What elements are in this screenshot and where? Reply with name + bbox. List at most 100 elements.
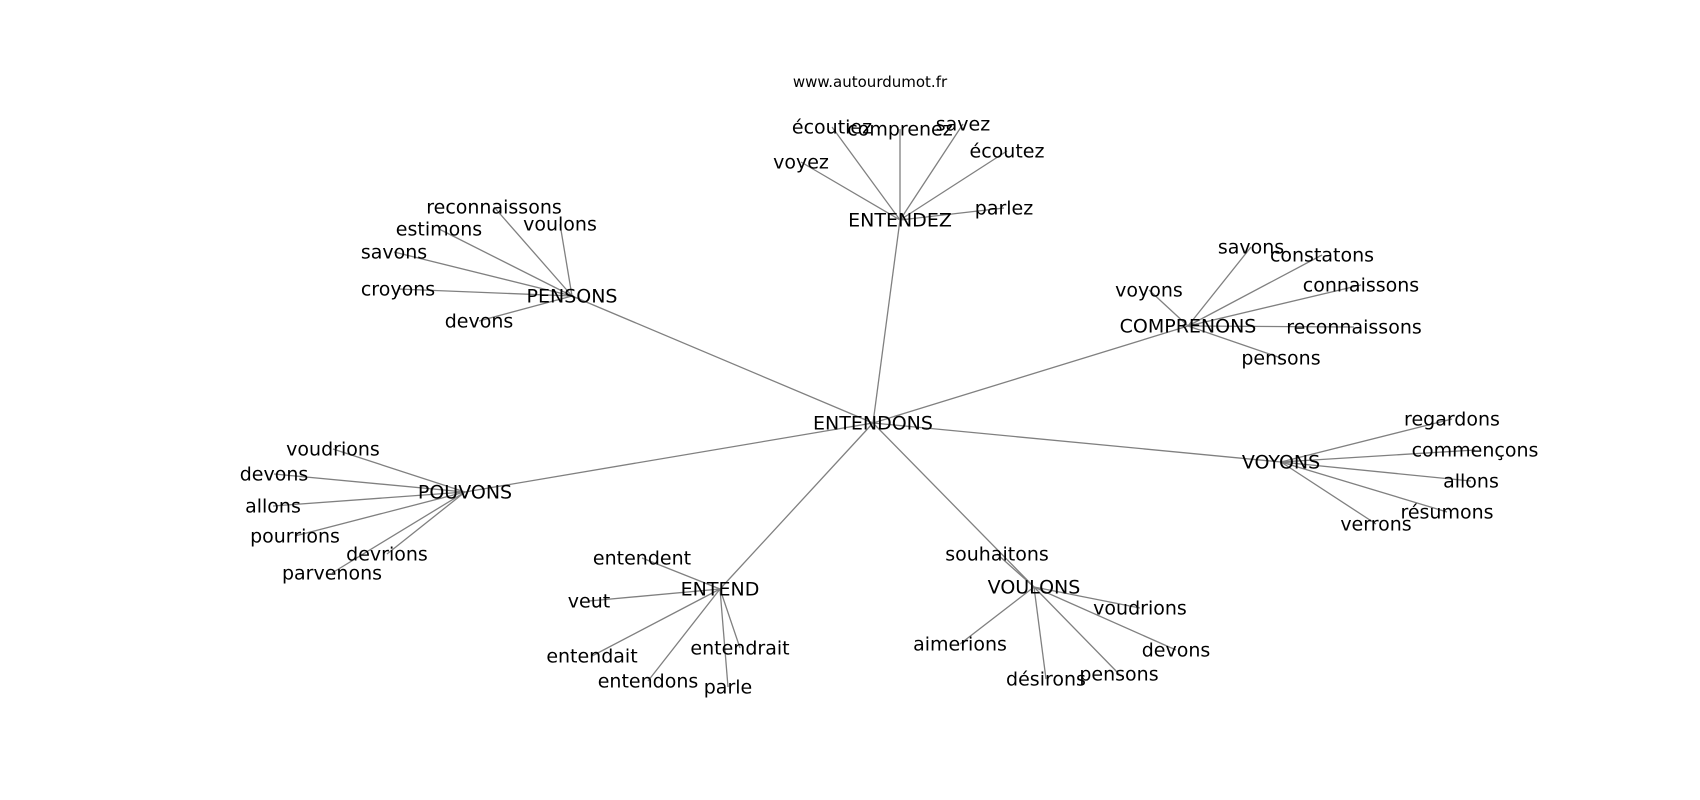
edge-hub-to-leaf bbox=[641, 557, 721, 590]
edge-hub-to-leaf bbox=[1033, 586, 1047, 680]
leaf-word-label: reconnaissons bbox=[1286, 317, 1422, 339]
leaf-word-label: voudrions bbox=[286, 439, 380, 461]
leaf-word-label: parlez bbox=[975, 198, 1033, 220]
edge-hub-to-leaf bbox=[438, 228, 573, 297]
leaf-word-label: voyons bbox=[1115, 280, 1183, 302]
edge-root-to-hub bbox=[872, 422, 1282, 463]
edge-hub-to-leaf bbox=[478, 295, 573, 322]
edge-root-to-hub bbox=[571, 295, 874, 424]
hub-word-label: ENTEND bbox=[681, 579, 760, 601]
leaf-word-label: pourrions bbox=[250, 526, 340, 548]
edge-hub-to-leaf bbox=[899, 150, 1008, 221]
leaf-word-label: allons bbox=[245, 496, 301, 518]
edge-root-to-hub bbox=[719, 422, 874, 590]
leaf-word-label: croyons bbox=[361, 279, 435, 301]
edge-hub-to-leaf bbox=[996, 553, 1035, 588]
leaf-word-label: devons bbox=[1142, 640, 1211, 662]
edge-hub-to-leaf bbox=[272, 491, 466, 507]
edge-root-to-hub bbox=[464, 422, 874, 493]
hub-word-label: COMPRENONS bbox=[1120, 316, 1257, 338]
leaf-word-label: parle bbox=[704, 677, 752, 699]
edge-hub-to-leaf bbox=[1187, 254, 1323, 327]
leaf-word-label: veut bbox=[568, 591, 610, 613]
leaf-word-label: commençons bbox=[1412, 440, 1539, 462]
edge-hub-to-leaf bbox=[1187, 325, 1282, 359]
leaf-word-label: pensons bbox=[1241, 348, 1320, 370]
leaf-word-label: estimons bbox=[396, 219, 482, 241]
edge-hub-to-leaf bbox=[588, 588, 721, 602]
leaf-word-label: aimerions bbox=[913, 634, 1007, 656]
edge-hub-to-leaf bbox=[1187, 284, 1362, 327]
edge-hub-to-leaf bbox=[1280, 418, 1453, 463]
edge-hub-to-leaf bbox=[959, 586, 1035, 645]
leaf-word-label: entendrait bbox=[690, 638, 789, 660]
leaf-word-label: devrions bbox=[346, 544, 428, 566]
edge-hub-to-leaf bbox=[1280, 461, 1472, 482]
edge-root-to-hub bbox=[872, 219, 901, 424]
leaf-word-label: voulons bbox=[523, 214, 597, 236]
leaf-word-label: allons bbox=[1443, 471, 1499, 493]
leaf-word-label: constatons bbox=[1270, 245, 1374, 267]
edge-hub-to-leaf bbox=[899, 207, 1005, 221]
edge-hub-to-leaf bbox=[1280, 449, 1476, 463]
root-word-label: ENTENDONS bbox=[813, 413, 933, 435]
edge-hub-to-leaf bbox=[393, 251, 573, 297]
edge-hub-to-leaf bbox=[559, 223, 573, 297]
edge-root-to-hub bbox=[872, 325, 1189, 424]
leaf-word-label: écoutiez bbox=[792, 117, 872, 139]
hub-word-label: ENTENDEZ bbox=[848, 210, 952, 232]
edge-hub-to-leaf bbox=[1280, 461, 1377, 525]
edge-hub-to-leaf bbox=[1280, 461, 1448, 513]
leaf-word-label: parvenons bbox=[282, 563, 382, 585]
edge-hub-to-leaf bbox=[1187, 246, 1252, 327]
leaf-word-label: entendons bbox=[598, 671, 699, 693]
edge-hub-to-leaf bbox=[831, 126, 901, 221]
edge-hub-to-leaf bbox=[899, 123, 964, 221]
leaf-word-label: comprenez bbox=[847, 119, 952, 141]
edge-hub-to-leaf bbox=[591, 588, 721, 657]
edge-hub-to-leaf bbox=[1033, 586, 1141, 609]
hub-word-label: PENSONS bbox=[527, 286, 618, 308]
edge-hub-to-leaf bbox=[273, 473, 466, 493]
leaf-word-label: écoutez bbox=[970, 141, 1045, 163]
leaf-word-label: entendent bbox=[593, 548, 691, 570]
leaf-word-label: savons bbox=[1218, 237, 1284, 259]
edge-hub-to-leaf bbox=[719, 588, 729, 688]
hub-word-label: POUVONS bbox=[418, 482, 512, 504]
leaf-word-label: savons bbox=[361, 242, 427, 264]
leaf-word-label: résumons bbox=[1400, 502, 1493, 524]
edge-hub-to-leaf bbox=[1148, 289, 1189, 327]
leaf-word-label: devons bbox=[240, 464, 309, 486]
leaf-word-label: connaissons bbox=[1303, 275, 1419, 297]
edge-hub-to-leaf bbox=[332, 448, 466, 493]
leaf-word-label: regardons bbox=[1404, 409, 1500, 431]
hub-word-label: VOULONS bbox=[988, 577, 1081, 599]
source-credit: www.autourdumot.fr bbox=[793, 73, 948, 91]
edge-hub-to-leaf bbox=[493, 206, 573, 297]
edges-layer bbox=[272, 123, 1476, 688]
leaf-word-label: entendait bbox=[546, 646, 637, 668]
leaf-word-label: désirons bbox=[1006, 669, 1086, 691]
edge-hub-to-leaf bbox=[1033, 586, 1177, 651]
edge-hub-to-leaf bbox=[800, 161, 901, 221]
edge-hub-to-leaf bbox=[719, 588, 741, 649]
leaf-word-label: voyez bbox=[773, 152, 829, 174]
edge-hub-to-leaf bbox=[1033, 586, 1120, 675]
edge-hub-to-leaf bbox=[331, 491, 466, 574]
edge-hub-to-leaf bbox=[1187, 325, 1355, 328]
leaf-word-label: souhaitons bbox=[945, 544, 1049, 566]
hub-word-label: VOYONS bbox=[1242, 452, 1320, 474]
edge-hub-to-leaf bbox=[294, 491, 466, 537]
edge-hub-to-leaf bbox=[386, 491, 466, 555]
edge-hub-to-leaf bbox=[647, 588, 721, 682]
leaf-word-label: savez bbox=[936, 114, 990, 136]
leaf-word-label: reconnaissons bbox=[426, 197, 562, 219]
leaf-word-label: voudrions bbox=[1093, 598, 1187, 620]
leaf-word-label: pensons bbox=[1079, 664, 1158, 686]
leaf-word-label: verrons bbox=[1340, 514, 1411, 536]
leaf-word-label: devons bbox=[445, 311, 514, 333]
edge-root-to-hub bbox=[872, 422, 1035, 588]
edge-hub-to-leaf bbox=[397, 288, 573, 297]
